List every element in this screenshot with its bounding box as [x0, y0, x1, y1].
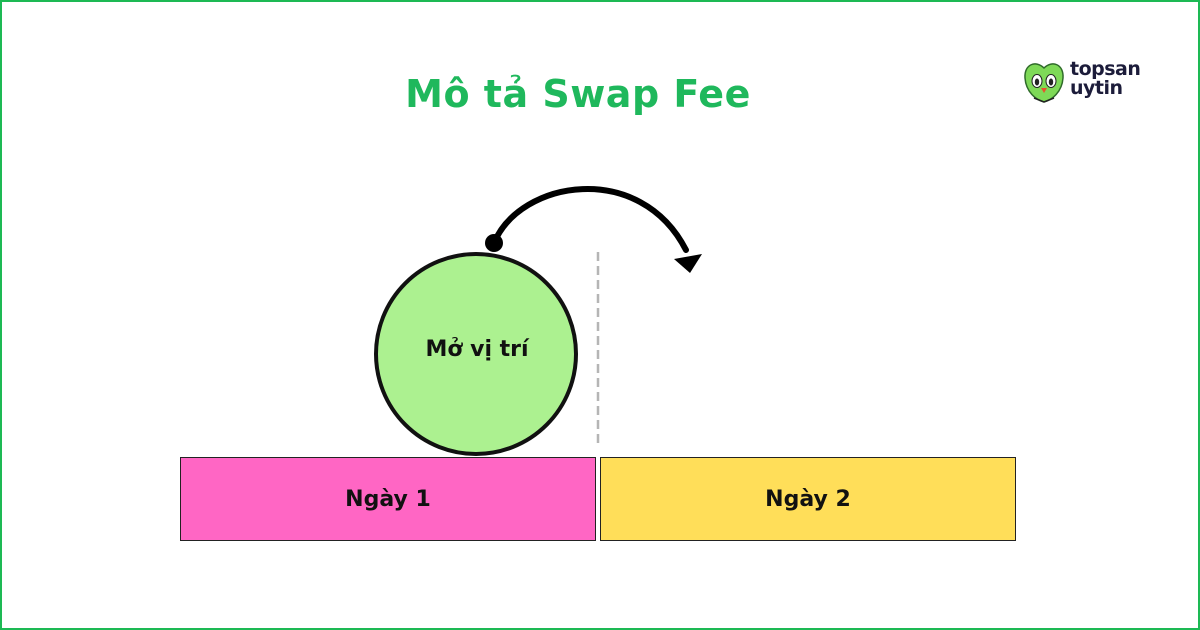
owl-mascot-icon: [1024, 63, 1064, 103]
day-2-label: Ngày 2: [765, 486, 851, 512]
brand-line-1: topsan: [1070, 58, 1141, 80]
brand-line-2: uytin: [1070, 77, 1123, 99]
page-title: Mô tả Swap Fee: [405, 72, 751, 116]
curved-arrow-icon: [485, 186, 702, 273]
brand-name: topsan uytin: [1070, 58, 1141, 99]
open-position-circle: [374, 252, 578, 456]
brand-logo: topsan uytin: [1022, 60, 1152, 106]
day-1-block: Ngày 1: [180, 457, 596, 541]
day-2-block: Ngày 2: [600, 457, 1016, 541]
open-position-label: Mở vị trí: [425, 337, 529, 362]
day-1-label: Ngày 1: [345, 486, 431, 512]
